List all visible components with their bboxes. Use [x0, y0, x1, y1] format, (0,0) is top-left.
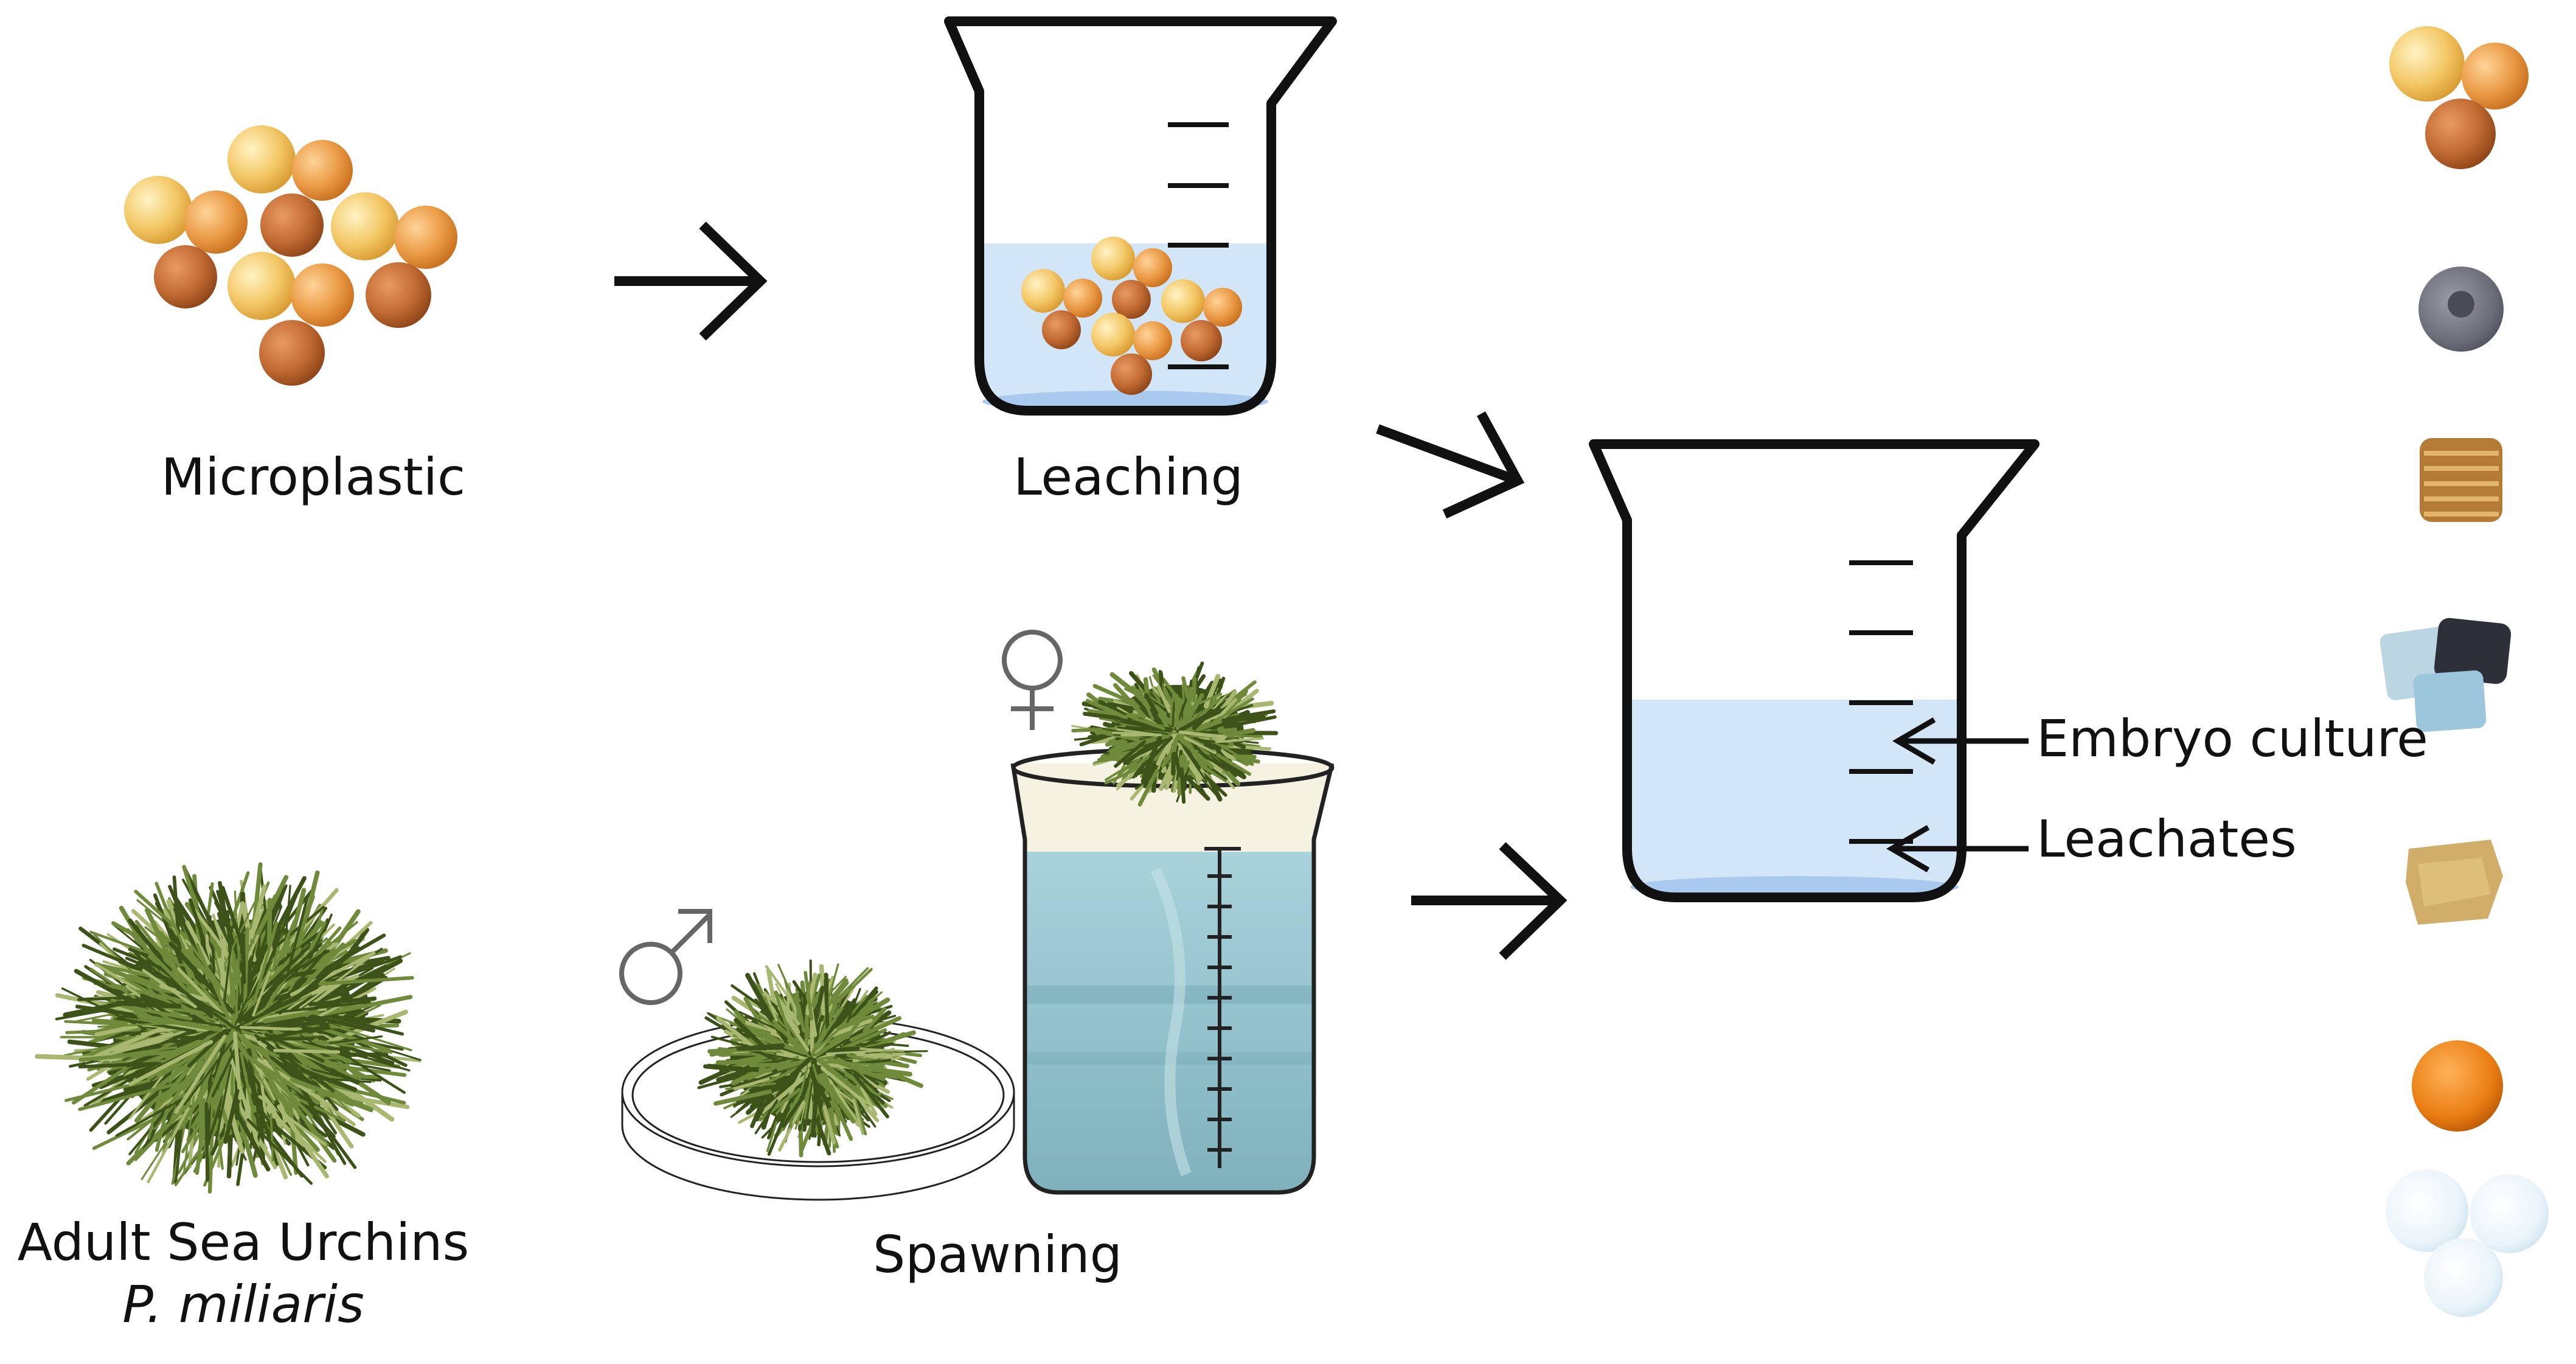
tan-flake-icon — [2406, 840, 2503, 925]
culture-beaker-icon — [1589, 439, 2040, 902]
white-beads-icon — [2386, 1169, 2549, 1317]
ridged-tan-pellet-icon — [2420, 438, 2502, 522]
orange-bead-icon — [2412, 1040, 2503, 1132]
blue-dark-foam-pieces-icon — [2380, 618, 2512, 732]
embryo-culture-pointer-icon — [1892, 717, 2029, 765]
leaching-beaker-icon — [944, 16, 1337, 416]
female-sea-urchin-icon — [1071, 661, 1279, 807]
microplastic-label: Microplastic — [161, 447, 466, 507]
leachates-pointer-icon — [1886, 825, 2029, 872]
embryo-culture-label: Embryo culture — [2036, 709, 2428, 768]
leaching-label: Leaching — [1013, 447, 1243, 507]
spawning-label: Spawning — [873, 1225, 1122, 1284]
leachates-label: Leachates — [2036, 809, 2297, 869]
arrow-right-icon — [1411, 842, 1567, 960]
species-label: P. miliaris — [122, 1275, 364, 1334]
sea-urchin-icon — [35, 862, 422, 1194]
microplastic-pellets-icon — [124, 125, 457, 386]
male-symbol-icon — [619, 909, 712, 1005]
female-symbol-icon — [1002, 630, 1063, 730]
arrow-diagonal-icon — [1376, 411, 1525, 519]
spawning-beaker-icon — [1010, 747, 1335, 1195]
gray-ring-pellet-icon — [2418, 266, 2504, 352]
arrow-right-icon — [614, 221, 768, 341]
male-sea-urchin-icon — [697, 959, 928, 1158]
yellow-orange-pellets-icon — [2389, 26, 2529, 169]
adult-sea-urchins-label: Adult Sea Urchins — [17, 1213, 470, 1272]
